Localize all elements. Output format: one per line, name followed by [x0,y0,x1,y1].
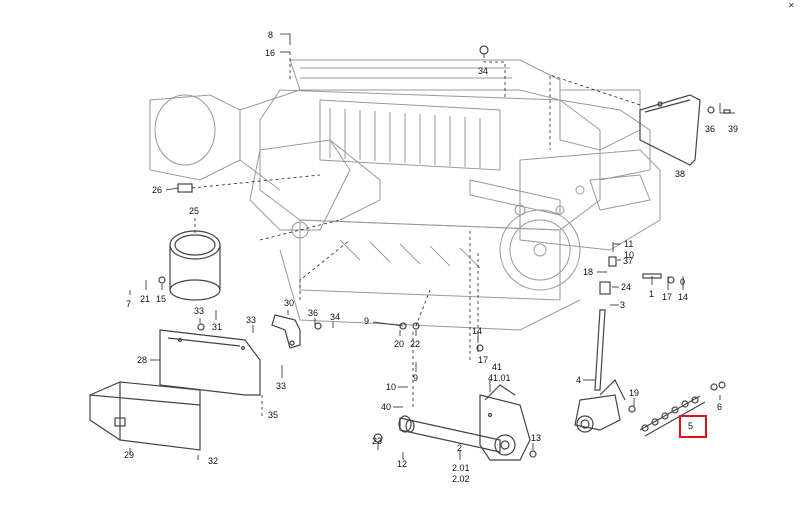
callout-3: 3 [620,300,625,310]
machine-body [149,59,661,331]
callout-36-b: 36 [308,308,318,318]
callout-10-mid: 10 [386,382,396,392]
callout-33-c: 33 [276,381,286,391]
callout-21: 21 [140,294,150,304]
callout-24: 24 [621,282,631,292]
callout-7: 7 [126,299,131,309]
callout-29: 29 [124,450,134,460]
callout-39: 39 [728,124,738,134]
callout-41: 41 [492,362,502,372]
callout-labels: 8 16 34 36 39 26 38 25 11 10 37 18 24 1 … [124,30,738,484]
callout-10-top: 10 [624,250,634,260]
callout-15: 15 [156,294,166,304]
callout-31: 31 [212,322,222,332]
callout-17-mid: 17 [478,355,488,365]
callout-25: 25 [189,206,199,216]
callout-8: 8 [268,30,273,40]
callout-0: 0 [680,277,685,287]
callout-32: 32 [208,456,218,466]
callout-14-right: 14 [678,292,688,302]
label-part-26 [177,183,193,193]
callout-18: 18 [583,267,593,277]
callout-20: 20 [394,339,404,349]
callout-12: 12 [397,459,407,469]
callout-37: 37 [623,256,633,266]
callout-40: 40 [381,402,391,412]
shaft-part-2 [398,384,531,461]
callout-28: 28 [137,355,147,365]
callout-16: 16 [265,48,275,58]
callout-33-b: 33 [246,315,256,325]
callout-2: 2 [457,443,462,453]
callout-14-mid: 14 [472,326,482,336]
callout-41-01: 41.01 [488,373,511,383]
callout-22: 22 [410,339,420,349]
callout-23: 23 [372,436,382,446]
callout-34-b: 34 [330,312,340,322]
chain-part-5 [639,395,706,437]
callout-2-01: 2.01 [452,463,470,473]
callout-19: 19 [629,388,639,398]
callout-5-highlight [679,415,707,438]
callout-9-a: 9 [364,316,369,326]
callout-30: 30 [284,298,294,308]
arm-part-4 [574,309,626,433]
callout-35: 35 [268,410,278,420]
leader-lines [129,33,735,460]
callout-6: 6 [717,402,722,412]
shield-part-29 [89,381,201,451]
close-icon: ✕ [788,1,795,10]
callout-5[interactable]: 5 [688,421,693,431]
cylinder-part-25 [169,230,221,301]
plate-part-28 [159,329,261,396]
callout-9-b: 9 [413,373,418,383]
callout-33-a: 33 [194,306,204,316]
callout-13: 13 [531,433,541,443]
callout-1: 1 [649,289,654,299]
callout-34: 34 [478,66,488,76]
callout-2-02: 2.02 [452,474,470,484]
callout-17: 17 [662,292,672,302]
callout-36: 36 [705,124,715,134]
callout-4: 4 [576,375,581,385]
callout-38: 38 [675,169,685,179]
bracket-part-30 [271,314,301,349]
callout-11: 11 [624,239,633,249]
cover-part-38 [639,94,701,166]
callout-26: 26 [152,185,162,195]
